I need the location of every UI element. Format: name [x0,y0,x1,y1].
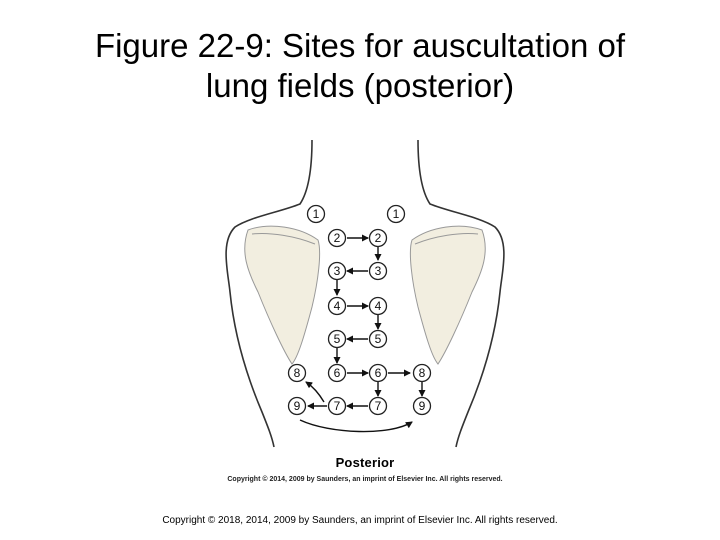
figure-copyright: Copyright © 2014, 2009 by Saunders, an i… [227,476,503,483]
title-line-2: lung fields (posterior) [205,67,515,104]
site-R9: 9 [412,396,432,416]
site-L1: 1 [306,204,326,224]
site-R1: 1 [386,204,406,224]
site-R3: 3 [368,261,388,281]
site-L7: 7 [327,396,347,416]
right-scapula [409,225,486,365]
figure-label-posterior: Posterior [335,455,395,470]
site-R5: 5 [368,329,388,349]
svg-text:3: 3 [334,264,341,278]
auscultation-path-arrows [299,234,426,433]
site-R6: 6 [368,363,388,383]
svg-text:6: 6 [334,366,341,380]
site-R7: 7 [368,396,388,416]
page-title: Figure 22-9: Sites for auscultation of l… [0,26,720,106]
site-R2: 2 [368,228,388,248]
svg-text:2: 2 [334,231,341,245]
posterior-lung-diagram: 1 1 2 2 3 3 4 4 5 5 6 6 8 8 9 9 7 7 [225,139,505,448]
svg-text:1: 1 [393,207,400,221]
site-L3: 3 [327,261,347,281]
svg-text:2: 2 [375,231,382,245]
site-R8: 8 [412,363,432,383]
svg-text:1: 1 [313,207,320,221]
site-L5: 5 [327,329,347,349]
svg-text:9: 9 [294,399,301,413]
site-R4: 4 [368,296,388,316]
svg-text:4: 4 [334,299,341,313]
site-L4: 4 [327,296,347,316]
svg-text:7: 7 [334,399,341,413]
torso-outline [225,139,505,448]
site-L8: 8 [287,363,307,383]
svg-text:7: 7 [375,399,382,413]
svg-text:3: 3 [375,264,382,278]
svg-text:5: 5 [334,332,341,346]
site-L6: 6 [327,363,347,383]
slide-copyright: Copyright © 2018, 2014, 2009 by Saunders… [162,515,558,526]
svg-text:8: 8 [419,366,426,380]
svg-text:6: 6 [375,366,382,380]
svg-text:9: 9 [419,399,426,413]
left-scapula [244,225,321,365]
title-line-1: Figure 22-9: Sites for auscultation of [94,27,626,64]
svg-text:5: 5 [375,332,382,346]
svg-text:4: 4 [375,299,382,313]
site-L9: 9 [287,396,307,416]
svg-text:8: 8 [294,366,301,380]
site-L2: 2 [327,228,347,248]
